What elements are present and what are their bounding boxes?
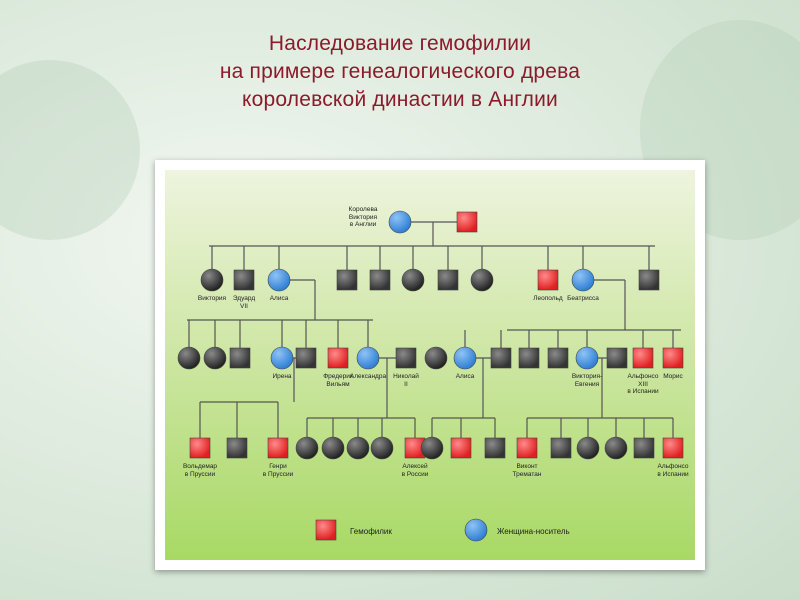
title-line-3: королевской династии в Англии <box>241 88 558 111</box>
female-symbol <box>401 268 425 292</box>
female-symbol <box>576 436 600 460</box>
hemophiliac-male-symbol <box>267 437 289 459</box>
pedigree-svg <box>177 210 684 542</box>
hemophiliac-male-symbol <box>537 269 559 291</box>
female-symbol <box>346 436 370 460</box>
legend-hemophiliac-label: Гемофилик <box>350 527 392 536</box>
hemophiliac-male-symbol <box>662 347 684 369</box>
hemophiliac-male-symbol <box>456 211 478 233</box>
pedigree-label-irena: Ирена <box>272 373 292 380</box>
pedigree-label-victoria: Виктория <box>197 295 227 302</box>
hemophiliac-male-symbol <box>516 437 538 459</box>
hemophiliac-male-symbol <box>189 437 211 459</box>
male-symbol <box>547 347 569 369</box>
male-symbol <box>295 347 317 369</box>
male-symbol <box>226 437 248 459</box>
pedigree-label-beatrice: Беатрисса <box>567 295 599 302</box>
hemophiliac-male-symbol <box>315 519 337 541</box>
male-symbol <box>550 437 572 459</box>
title-line-2: на примере генеалогического древа <box>219 60 581 83</box>
female-symbol <box>470 268 494 292</box>
female-symbol <box>177 346 201 370</box>
pedigree-label-alisa2: Алиса <box>455 373 475 380</box>
female-symbol <box>321 436 345 460</box>
female-symbol <box>370 436 394 460</box>
page-title: Наследование гемофилии на примере генеал… <box>0 30 800 114</box>
female-symbol <box>424 346 448 370</box>
pedigree-label-leopold: Леопольд <box>533 295 563 302</box>
carrier-female-symbol <box>270 346 294 370</box>
female-symbol <box>604 436 628 460</box>
male-symbol <box>518 347 540 369</box>
male-symbol <box>484 437 506 459</box>
carrier-female-symbol <box>267 268 291 292</box>
male-symbol <box>395 347 417 369</box>
hemophiliac-male-symbol <box>662 437 684 459</box>
carrier-female-symbol <box>571 268 595 292</box>
male-symbol <box>229 347 251 369</box>
background-decoration <box>0 60 140 240</box>
male-symbol <box>633 437 655 459</box>
carrier-female-symbol <box>388 210 412 234</box>
hemophiliac-male-symbol <box>450 437 472 459</box>
female-symbol <box>295 436 319 460</box>
pedigree-label-victoria_eugenia: Виктория-Евгения <box>571 373 603 388</box>
pedigree-label-maurice: Морис <box>663 373 683 380</box>
carrier-female-symbol <box>453 346 477 370</box>
hemophiliac-male-symbol <box>327 347 349 369</box>
pedigree-label-alisa1: Алиса <box>269 295 289 302</box>
female-symbol <box>203 346 227 370</box>
male-symbol <box>490 347 512 369</box>
carrier-female-symbol <box>356 346 380 370</box>
male-symbol <box>606 347 628 369</box>
male-symbol <box>233 269 255 291</box>
carrier-female-symbol <box>575 346 599 370</box>
carrier-female-symbol <box>464 518 488 542</box>
female-symbol <box>200 268 224 292</box>
male-symbol <box>369 269 391 291</box>
female-symbol <box>420 436 444 460</box>
male-symbol <box>638 269 660 291</box>
male-symbol <box>336 269 358 291</box>
legend-carrier-label: Женщина-носитель <box>497 527 570 536</box>
male-symbol <box>437 269 459 291</box>
pedigree-label-alexandra: Александра <box>349 373 387 380</box>
title-line-1: Наследование гемофилии <box>268 32 532 55</box>
hemophiliac-male-symbol <box>632 347 654 369</box>
